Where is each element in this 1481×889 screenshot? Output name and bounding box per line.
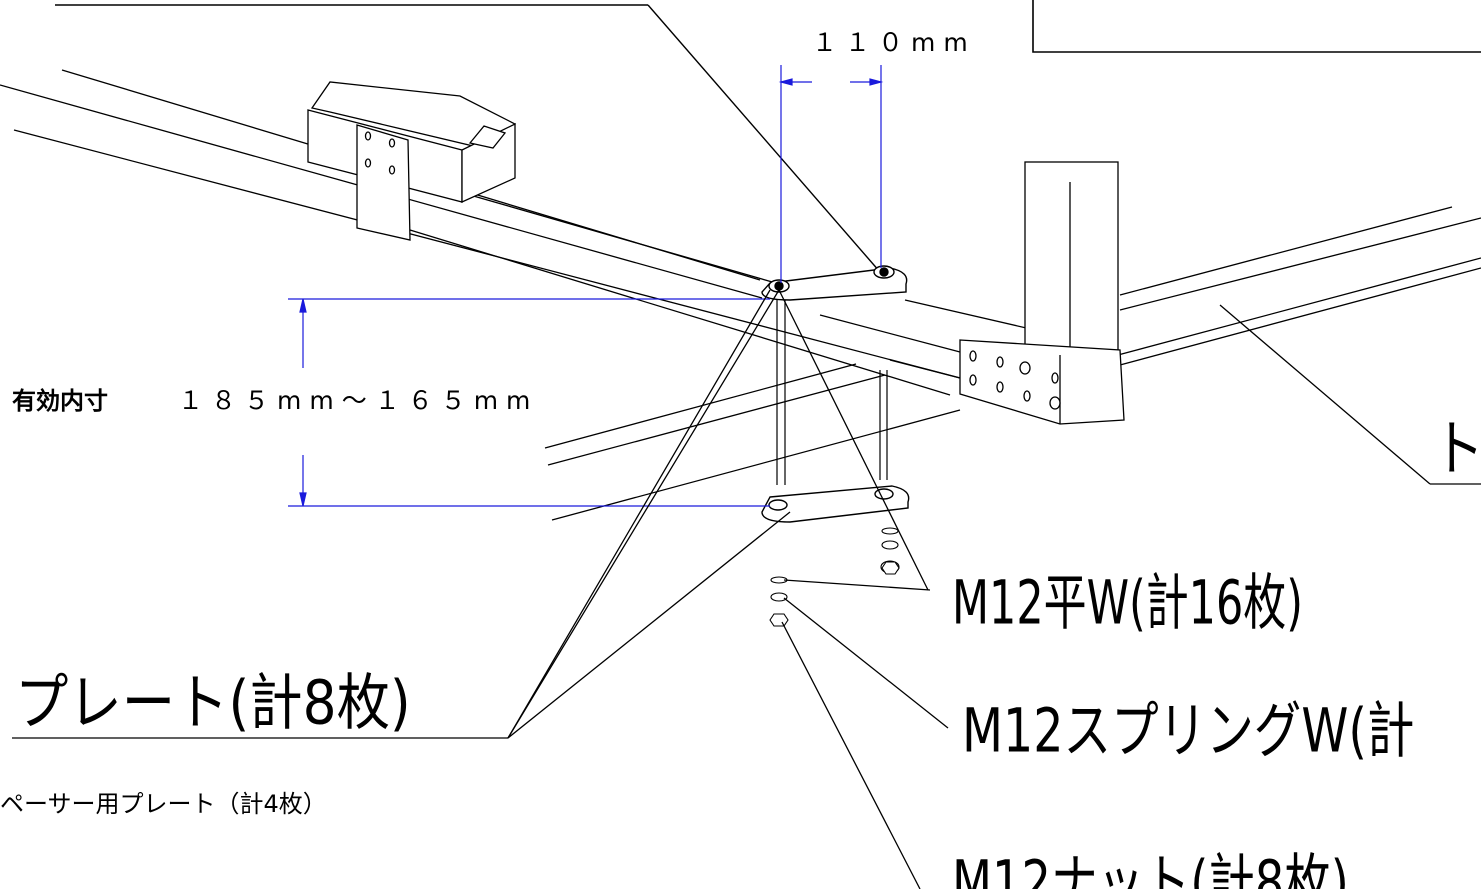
- flat-washer-label: M12平W(計16枚): [952, 566, 1303, 639]
- plate-label: プレート(計8枚): [15, 666, 411, 739]
- edge-label: ト: [1432, 412, 1481, 485]
- spacing-dimension: １１０mm: [812, 28, 976, 57]
- leader-lines: [12, 289, 1481, 889]
- height-label: 有効内寸: [12, 387, 108, 415]
- nut-label: M12ナット(計8枚): [952, 846, 1349, 889]
- upper-rail: [0, 69, 1036, 396]
- vertical-post: [1024, 161, 1119, 362]
- title-box: [1032, 0, 1481, 53]
- hardware-right: [880, 527, 900, 575]
- top-left-leader: [55, 4, 881, 273]
- dimension-lines: [288, 65, 884, 507]
- spring-washer-label: M12スプリングW(計: [962, 694, 1415, 767]
- height-range-dimension: １８５mm～１６５mm: [178, 386, 539, 415]
- rail-clamp: [307, 81, 517, 241]
- right-rail: [1117, 206, 1481, 366]
- spacer-plate-label: ペーサー用プレート（計4枚）: [0, 790, 327, 818]
- corner-bracket: [959, 339, 1125, 425]
- threaded-rods: [776, 300, 888, 485]
- upper-plate: [761, 265, 908, 301]
- hardware-left: [769, 576, 789, 627]
